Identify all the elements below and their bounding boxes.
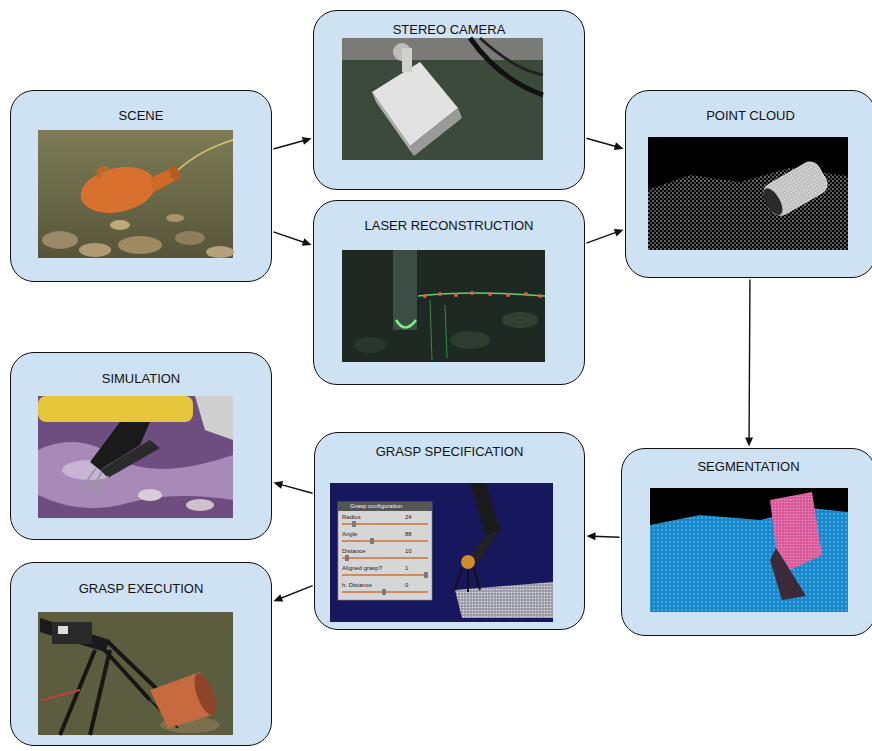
arrow-head: [614, 229, 624, 237]
flow-arrow: [273, 586, 312, 602]
arrow-line: [279, 586, 313, 599]
stage-title: POINT CLOUD: [626, 108, 872, 123]
arrow-head: [273, 594, 283, 601]
stage-title: GRASP EXECUTION: [11, 581, 271, 596]
flow-arrow: [273, 232, 311, 246]
arrow-line: [273, 140, 305, 149]
arrow-line: [592, 536, 619, 538]
flow-arrow: [586, 532, 619, 540]
camera-photo: [313, 10, 571, 190]
stage-title: STEREO CAMERA: [314, 22, 584, 37]
grasp-tool-screenshot: [314, 432, 571, 630]
flow-arrow: [586, 138, 623, 150]
stage-box: SEGMENTATION: [621, 448, 872, 636]
stage-box: LASER RECONSTRUCTION: [313, 200, 585, 385]
arrow-head: [302, 137, 312, 145]
arrow-line: [586, 232, 618, 243]
stage-title: SCENE: [11, 108, 271, 123]
stage-title: SEGMENTATION: [622, 459, 872, 474]
arrow-line: [273, 232, 305, 243]
stage-box: SIMULATION: [10, 352, 272, 540]
arrow-head: [586, 532, 595, 540]
stage-box: GRASP EXECUTION: [10, 562, 272, 746]
stage-box: SCENE: [10, 90, 272, 282]
stage-box: STEREO CAMERA: [313, 10, 585, 190]
flow-arrow: [586, 229, 623, 243]
stage-title: GRASP SPECIFICATION: [315, 444, 584, 459]
stage-title: LASER RECONSTRUCTION: [314, 218, 584, 233]
flow-arrow: [745, 279, 753, 446]
arrow-line: [586, 138, 617, 147]
stage-title: SIMULATION: [11, 371, 271, 386]
arrow-line: [279, 484, 312, 493]
arrow-head: [302, 238, 312, 246]
arrow-line: [748, 279, 750, 440]
flow-arrow: [273, 481, 312, 493]
stage-box: GRASP SPECIFICATION: [314, 432, 585, 630]
segmentation-render: [621, 448, 862, 636]
stage-box: POINT CLOUD: [625, 90, 872, 278]
arrow-head: [273, 481, 283, 489]
flow-arrow: [273, 137, 311, 149]
arrow-head: [745, 437, 753, 446]
arrow-head: [614, 142, 624, 150]
